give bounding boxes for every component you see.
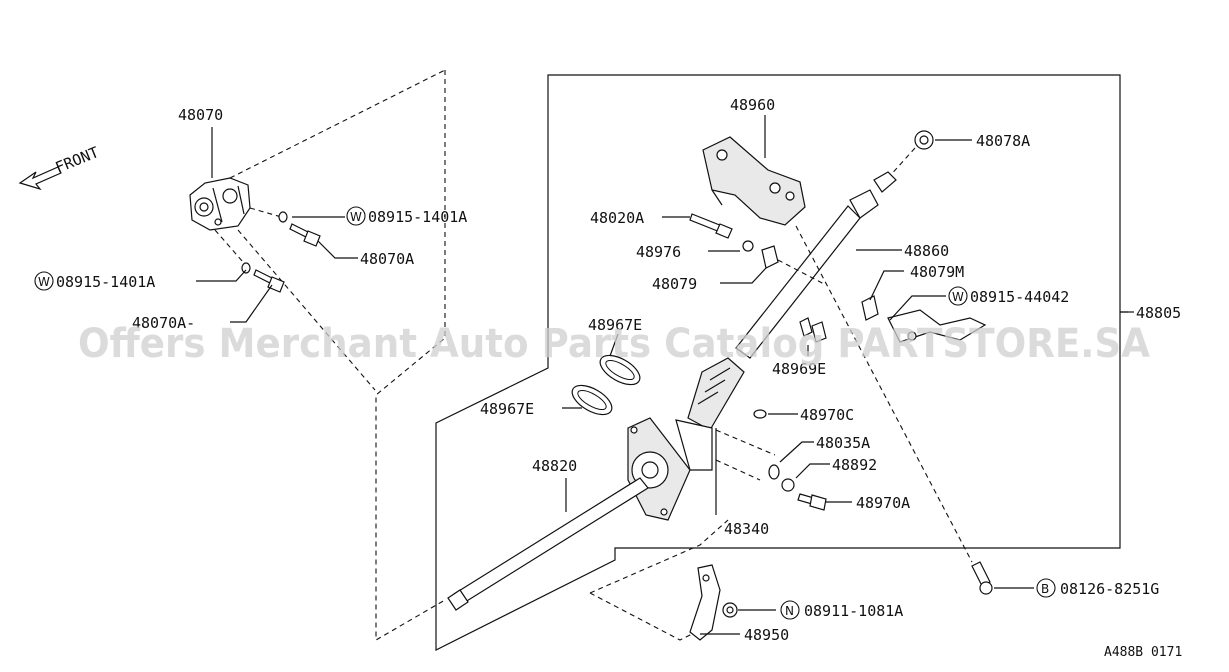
front-label: FRONT [53,143,102,177]
label-48079[interactable]: 48079 [652,275,697,293]
label-48079M[interactable]: 48079M [910,263,964,281]
label-48969E[interactable]: 48969E [772,360,826,378]
washer-08915-1401A-top-icon [278,211,288,223]
label-48035A[interactable]: 48035A [816,434,870,452]
lower-shaft-48820-icon [447,477,649,611]
washer-08915-1401A-left-icon [241,262,251,274]
label-48976[interactable]: 48976 [636,243,681,261]
label-08915-1401A-left[interactable]: 08915-1401A [56,273,155,291]
marker-w-left: W [34,271,54,291]
ring-48035A-icon [768,464,780,480]
front-arrow-icon: FRONT [18,143,102,191]
nut-08911-1081A-icon [722,602,738,618]
label-08911-1081A[interactable]: 08911-1081A [804,602,903,620]
label-48860[interactable]: 48860 [904,242,949,260]
label-48892[interactable]: 48892 [832,456,877,474]
label-08915-1401A-top[interactable]: 08915-1401A [368,208,467,226]
marker-b: B [1036,578,1056,598]
column-tube-icon [687,357,745,431]
assembly-boundary [435,74,1121,651]
bolt-48070A-left-icon [253,269,285,293]
marker-n: N [780,600,800,620]
clip-48079M-icon [861,295,879,321]
label-48967E-top[interactable]: 48967E [588,316,642,334]
marker-w-right: W [948,286,968,306]
washer-48976-icon [742,240,754,252]
label-48970A[interactable]: 48970A [856,494,910,512]
label-48960[interactable]: 48960 [730,96,775,114]
label-48970C[interactable]: 48970C [800,406,854,424]
label-48340[interactable]: 48340 [724,520,769,538]
upper-shaft-48860-icon [735,171,897,359]
marker-w-right-text: W [952,290,964,304]
label-48950[interactable]: 48950 [744,626,789,644]
label-48967E-left[interactable]: 48967E [480,400,534,418]
marker-w-left-text: W [38,275,50,289]
clamp-48967E-left-icon [571,384,613,416]
watermark-text: Offers Merchant Auto Parts Catalog PARTS… [78,321,1150,367]
part-labels: 48070 W 08915-1401A 48070A W 08915-1401A… [34,96,1182,660]
part-48070-bracket-icon [189,177,251,231]
label-48820[interactable]: 48820 [532,457,577,475]
clip-48079-icon [761,245,779,269]
bracket-48950-icon [689,564,721,641]
marker-w-top-text: W [350,210,362,224]
nut-48078A-icon [914,130,934,150]
bracket-08915-44042-icon [887,309,987,343]
clamp-48967E-top-icon [599,354,641,386]
bolt-08126-8251G-icon [971,561,993,595]
label-08915-44042[interactable]: 08915-44042 [970,288,1069,306]
label-48805[interactable]: 48805 [1136,304,1181,322]
marker-n-text: N [785,604,794,618]
part-48960-bracket-icon [702,136,806,226]
bolt-48070A-top-icon [289,223,321,247]
washer-48892-icon [781,478,795,492]
diagram-code: A488B 0171 [1104,645,1182,660]
label-48078A[interactable]: 48078A [976,132,1030,150]
spring-48969E-icon [799,317,827,343]
label-48070A-top[interactable]: 48070A [360,250,414,268]
bolt-48020A-icon [689,213,733,239]
bolt-48970A-icon [797,493,827,511]
label-48070[interactable]: 48070 [178,106,223,124]
label-08126-8251G[interactable]: 08126-8251G [1060,580,1159,598]
washer-48970C-icon [753,409,767,419]
label-48070A-left[interactable]: 48070A- [132,314,195,332]
marker-b-text: B [1041,582,1049,596]
flange-48340-icon [627,417,713,521]
label-48020A[interactable]: 48020A [590,209,644,227]
marker-w-top: W [346,206,366,226]
